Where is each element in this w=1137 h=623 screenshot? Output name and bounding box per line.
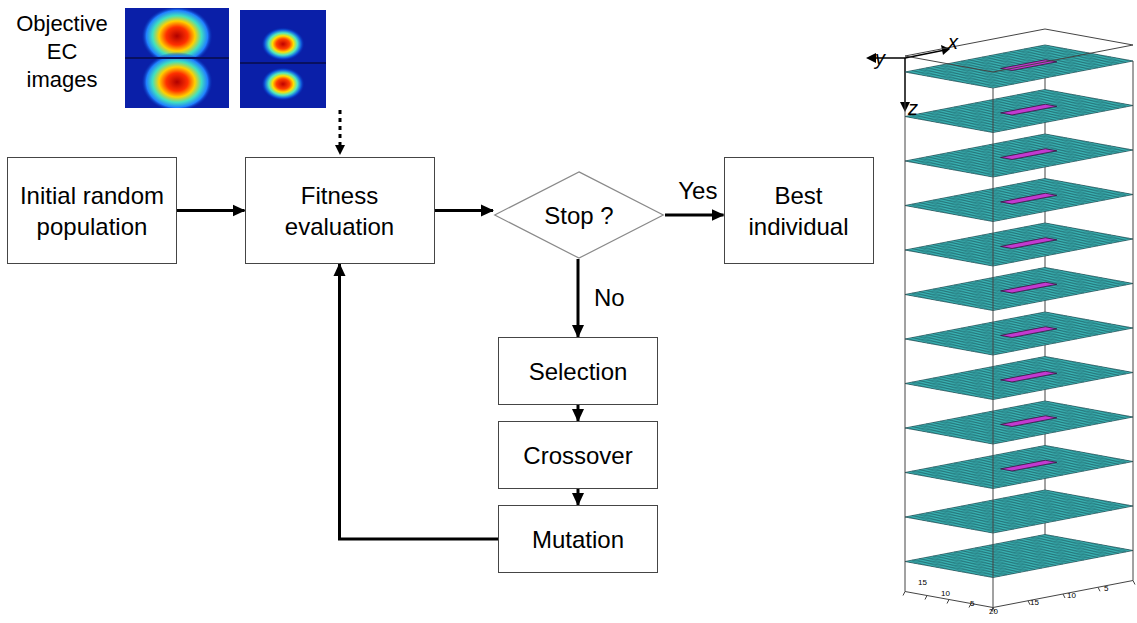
process-box: Selection [498,337,658,405]
process-box: Fitness evaluation [245,157,435,264]
flow-arrow [177,209,245,212]
node-text: Mutation [532,524,624,555]
result-box: Best individual [724,157,874,264]
node-text: Best individual [734,180,864,242]
node-text: Stop ? [544,200,613,231]
image-caption: Objective EC images [12,10,112,94]
axis-label: x [948,30,958,54]
flow-arrow [577,405,580,421]
process-box: Initial random population [7,157,177,264]
edge-label: No [592,284,627,312]
flow-arrow [435,209,494,212]
node-text: Selection [529,356,628,387]
flow-arrow [577,489,580,505]
flow-arrow [340,264,499,539]
tick-label: 20 [989,607,998,617]
tick-label: 15 [918,578,927,588]
tick-label: 10 [1067,591,1076,601]
axis-label: z [908,96,918,120]
edge-label: Yes [676,177,719,205]
node-text: Crossover [523,440,632,471]
decision-diamond: Stop ? [493,171,665,259]
flow-arrow [577,259,580,337]
axis-label: y [875,46,885,70]
tick-label: 5 [970,599,974,609]
process-box: Crossover [498,421,658,489]
process-box: Mutation [498,505,658,573]
flow-arrow [665,214,724,217]
tick-label: 10 [941,589,950,599]
node-text: Fitness evaluation [255,180,425,242]
tick-label: 15 [1030,598,1039,608]
tick-label: 5 [1104,584,1108,594]
node-text: Initial random population [17,180,167,242]
